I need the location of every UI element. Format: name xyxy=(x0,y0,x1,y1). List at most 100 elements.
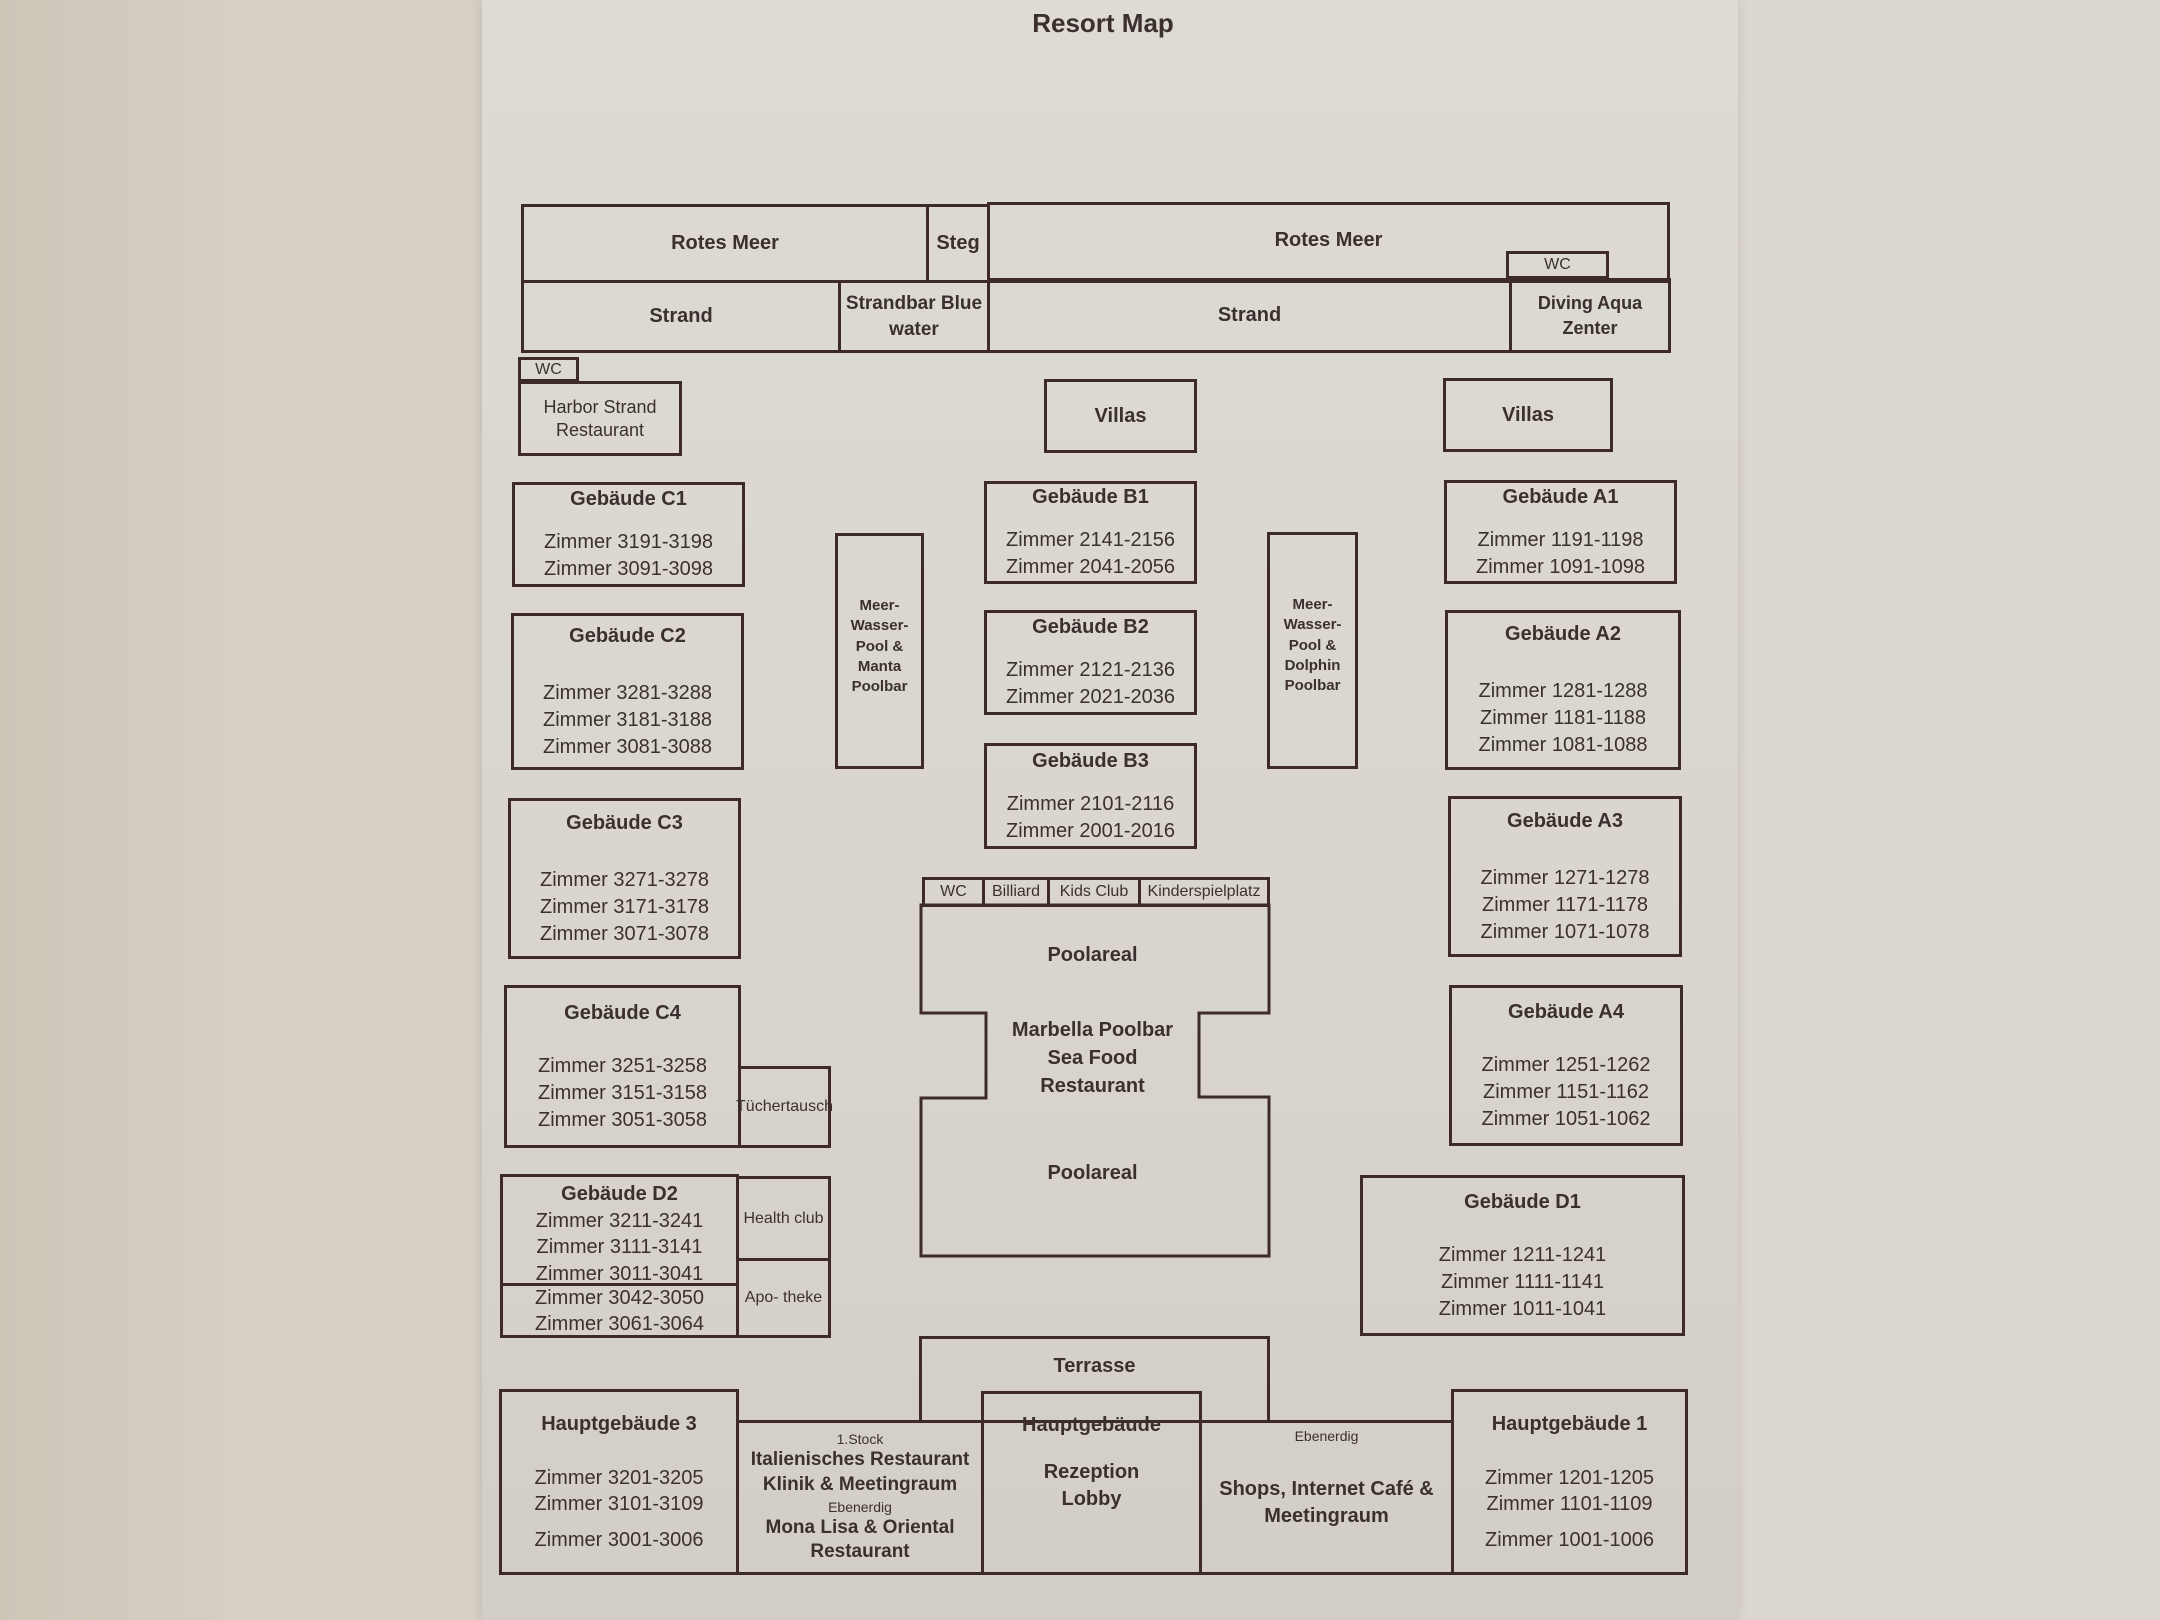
room-range: Zimmer 3211-3241 xyxy=(535,1209,704,1232)
terrace: Terrasse xyxy=(919,1336,1270,1423)
room-range: Zimmer 2101-2116 xyxy=(1006,792,1175,815)
pharmacy: Apo- theke xyxy=(736,1258,831,1338)
building-b3: Gebäude B3 Zimmer 2101-2116 Zimmer 2001-… xyxy=(984,743,1197,849)
room-range: Zimmer 3111-3141 xyxy=(536,1236,703,1259)
room-range: Zimmer 1181-1188 xyxy=(1480,707,1646,729)
room-range: Zimmer 3201-3205 xyxy=(534,1467,704,1489)
label: Rotes Meer xyxy=(1274,229,1383,251)
room-range: Zimmer 2121-2136 xyxy=(1006,659,1175,681)
label: Apo- theke xyxy=(744,1289,823,1307)
wc-beach: WC xyxy=(1506,251,1609,279)
label: Strandbar Blue water xyxy=(845,292,983,340)
label: Rezeption xyxy=(1043,1461,1140,1483)
building-a2: Gebäude A2 Zimmer 1281-1288 Zimmer 1181-… xyxy=(1445,610,1681,770)
label: WC xyxy=(535,360,562,378)
building-c2: Gebäude C2 Zimmer 3281-3288 Zimmer 3181-… xyxy=(511,613,744,770)
building-name: Gebäude A2 xyxy=(1505,623,1621,645)
pool-area-bottom: Poolareal xyxy=(986,1153,1199,1193)
label: Sea Food xyxy=(1047,1046,1138,1069)
background-cloth xyxy=(1738,0,2160,1620)
label: Kinderspielplatz xyxy=(1147,883,1261,901)
room-range: Zimmer 3271-3278 xyxy=(540,868,709,891)
room-range: Zimmer 3101-3109 xyxy=(534,1493,704,1515)
room-range: Zimmer 1271-1278 xyxy=(1480,866,1650,889)
label: Tüchertausch xyxy=(736,1097,833,1115)
building-b1: Gebäude B1 Zimmer 2141-2156 Zimmer 2041-… xyxy=(984,481,1197,584)
room-range: Zimmer 1101-1109 xyxy=(1486,1493,1653,1515)
building-c1: Gebäude C1 Zimmer 3191-3198 Zimmer 3091-… xyxy=(512,482,745,587)
label: Marbella Poolbar xyxy=(1011,1018,1174,1041)
room-range: Zimmer 3171-3178 xyxy=(540,895,709,918)
building-name: Gebäude B1 xyxy=(1032,486,1149,508)
room-range: Zimmer 1001-1006 xyxy=(1485,1529,1654,1551)
main-building-1: Hauptgebäude 1 Zimmer 1201-1205 Zimmer 1… xyxy=(1451,1389,1688,1575)
villas-2: Villas xyxy=(1443,378,1613,452)
label: Klinik & Meetingraum xyxy=(762,1473,958,1495)
building-a4: Gebäude A4 Zimmer 1251-1262 Zimmer 1151-… xyxy=(1449,985,1683,1146)
building-c3: Gebäude C3 Zimmer 3271-3278 Zimmer 3171-… xyxy=(508,798,741,959)
label: Mona Lisa & Oriental Restaurant xyxy=(765,1516,955,1563)
room-range: Zimmer 1201-1205 xyxy=(1485,1467,1654,1489)
marbella-poolbar: Marbella Poolbar Sea Food Restaurant xyxy=(986,1010,1199,1105)
label: Harbor Strand Restaurant xyxy=(543,397,657,440)
sea-right: Rotes Meer xyxy=(987,202,1670,283)
room-range: Zimmer 3051-3058 xyxy=(538,1108,707,1131)
building-name: Gebäude B3 xyxy=(1032,749,1149,772)
label: WC xyxy=(940,883,967,901)
villas-1: Villas xyxy=(1044,379,1197,453)
building-name: Gebäude A3 xyxy=(1507,809,1623,832)
room-range: Zimmer 3281-3288 xyxy=(543,681,712,704)
towel-exchange: Tüchertausch xyxy=(736,1066,833,1148)
room-range: Zimmer 2021-2036 xyxy=(1006,686,1175,708)
label: Rotes Meer xyxy=(671,232,779,254)
label: Terrasse xyxy=(1053,1355,1136,1377)
building-a1: Gebäude A1 Zimmer 1191-1198 Zimmer 1091-… xyxy=(1444,480,1677,584)
main-building-3: Hauptgebäude 3 Zimmer 3201-3205 Zimmer 3… xyxy=(499,1389,739,1575)
building-name: Gebäude A1 xyxy=(1502,485,1619,508)
room-range: Zimmer 1211-1241 xyxy=(1438,1243,1607,1266)
label: Meer-Wasser-Pool & Manta Poolbar xyxy=(850,597,909,695)
room-range: Zimmer 3251-3258 xyxy=(538,1054,707,1077)
map-paper xyxy=(482,0,1738,1620)
label: Kids Club xyxy=(1059,883,1129,901)
room-range: Zimmer 3011-3041 xyxy=(535,1262,704,1285)
label: Strand xyxy=(649,305,713,327)
room-range: Zimmer 1071-1078 xyxy=(1480,920,1650,943)
building-name: Hauptgebäude xyxy=(1022,1414,1161,1436)
room-range: Zimmer 3091-3098 xyxy=(544,558,713,580)
building-c4: Gebäude C4 Zimmer 3251-3258 Zimmer 3151-… xyxy=(504,985,741,1148)
room-range: Zimmer 1171-1178 xyxy=(1482,893,1648,916)
room-range: Zimmer 2141-2156 xyxy=(1006,529,1175,551)
floor-label: 1.Stock xyxy=(836,1430,884,1447)
pool-dolphin: Meer-Wasser-Pool & Dolphin Poolbar xyxy=(1267,532,1358,769)
label: Restaurant xyxy=(1040,1074,1145,1097)
label: Poolareal xyxy=(1047,1161,1138,1184)
label: Diving Aqua Zenter xyxy=(1537,293,1643,338)
floor-label: Ebenerdig xyxy=(1294,1428,1359,1444)
main-building-reception: Hauptgebäude Rezeption Lobby xyxy=(981,1391,1202,1575)
room-range: Zimmer 3081-3088 xyxy=(543,735,712,758)
room-range: Zimmer 3151-3158 xyxy=(538,1081,707,1104)
italian-restaurant-building: 1.Stock Italienisches Restaurant Klinik … xyxy=(736,1420,984,1575)
building-name: Gebäude C1 xyxy=(570,488,687,510)
building-a3: Gebäude A3 Zimmer 1271-1278 Zimmer 1171-… xyxy=(1448,796,1682,957)
building-name: Hauptgebäude 1 xyxy=(1491,1413,1648,1435)
label: Villas xyxy=(1502,403,1554,426)
room-range: Zimmer 1011-1041 xyxy=(1438,1297,1607,1320)
diving-center: Diving Aqua Zenter xyxy=(1509,278,1671,353)
room-range: Zimmer 3071-3078 xyxy=(540,922,709,945)
label: Meer-Wasser-Pool & Dolphin Poolbar xyxy=(1283,596,1342,694)
room-range: Zimmer 2001-2016 xyxy=(1006,819,1175,842)
room-range: Zimmer 1191-1198 xyxy=(1477,528,1644,551)
label: Villas xyxy=(1094,404,1147,427)
label: WC xyxy=(1544,256,1571,274)
building-name: Gebäude C3 xyxy=(566,811,683,834)
room-range: Zimmer 1051-1062 xyxy=(1481,1107,1651,1130)
wc-harbor: WC xyxy=(518,357,579,382)
room-range: Zimmer 1281-1288 xyxy=(1478,680,1648,702)
shops-building: Ebenerdig Shops, Internet Café & Meeting… xyxy=(1199,1420,1454,1575)
building-name: Gebäude D1 xyxy=(1464,1190,1581,1213)
room-range: Zimmer 3191-3198 xyxy=(544,531,713,553)
map-title: Resort Map xyxy=(1032,8,1174,38)
